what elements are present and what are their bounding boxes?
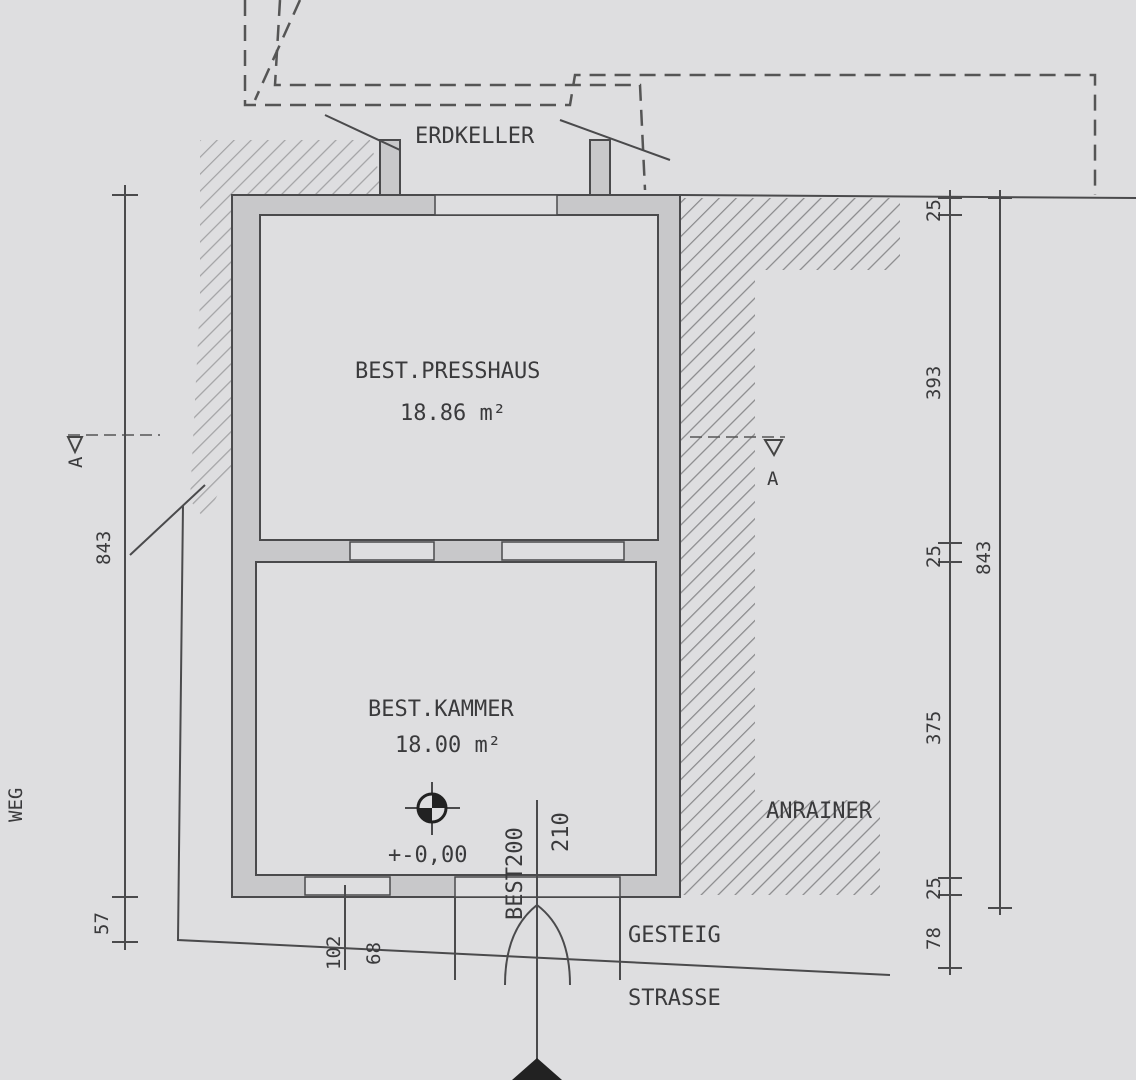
dim-kammer: 375 [923, 711, 945, 745]
left-dimension-chain: 843 57 102 68 [91, 185, 385, 970]
dim-right-total: 843 [973, 541, 995, 575]
dim-gesteig: 78 [923, 927, 945, 950]
section-marker-left: A [65, 434, 160, 468]
kammer-area: 18.00 m² [395, 733, 501, 758]
anrainer-label: ANRAINER [766, 799, 873, 824]
door-label-right: 210 [549, 812, 574, 852]
street-lines [129, 484, 891, 976]
erdkeller-label: ERDKELLER [415, 124, 535, 149]
erdkeller-outline [243, 0, 1097, 195]
door-label-left: BEST200 [503, 827, 528, 920]
gesteig-label: GESTEIG [628, 923, 721, 948]
dim-presshaus: 393 [923, 366, 945, 400]
dim-left-bottom: 57 [91, 912, 113, 935]
entrance-door [454, 800, 621, 1080]
dim-left-total: 843 [93, 531, 115, 565]
dim-bottom-wall: 25 [923, 877, 945, 900]
right-dimension-chain: 25 393 25 375 25 78 843 [923, 190, 1012, 975]
section-label-right: A [767, 468, 779, 490]
dim-top-wall: 25 [923, 199, 945, 222]
dim-window-a: 102 [323, 936, 345, 970]
presshaus-name: BEST.PRESSHAUS [355, 359, 540, 384]
dim-window-b: 68 [363, 942, 385, 965]
kammer-name: BEST.KAMMER [368, 697, 514, 722]
section-label-left: A [65, 456, 87, 468]
presshaus-area: 18.86 m² [400, 401, 506, 426]
strasse-label: STRASSE [628, 986, 721, 1011]
weg-label: WEG [5, 788, 27, 822]
section-marker-right: A [690, 436, 785, 490]
dim-mid-wall: 25 [923, 545, 945, 568]
level-label: +-0,00 [388, 843, 467, 868]
building-walls [231, 114, 1136, 898]
level-marker-icon [405, 782, 460, 835]
